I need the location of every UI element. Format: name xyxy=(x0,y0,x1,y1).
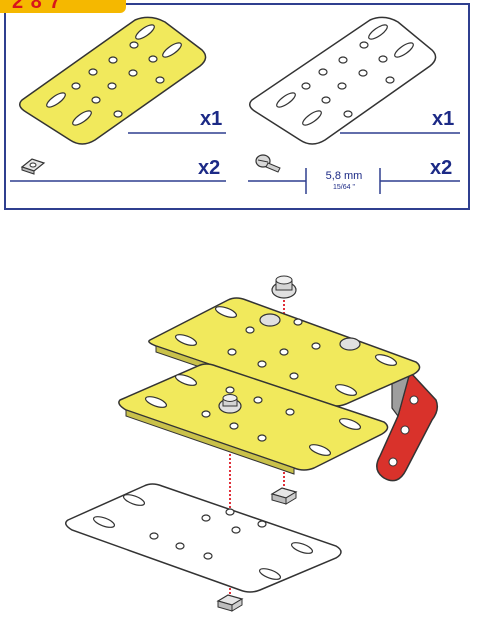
yellow-flat-plate-part xyxy=(20,17,206,144)
assembly-nut-lower xyxy=(218,595,242,611)
bolt-part xyxy=(256,155,280,172)
bolt-length-mm: 5,8 mm xyxy=(312,171,376,182)
yellow-plate-qty: x1 xyxy=(200,108,222,131)
white-plate-qty: x1 xyxy=(432,108,454,131)
bolt-length-in: 15/64 " xyxy=(312,184,376,191)
assembly-nut-upper xyxy=(272,488,296,504)
bottom-white-plate xyxy=(66,484,341,592)
nut-qty: x2 xyxy=(198,157,220,180)
square-nut-part xyxy=(22,159,44,174)
bolt-qty: x2 xyxy=(430,157,452,180)
white-flat-plate-part xyxy=(250,17,436,144)
